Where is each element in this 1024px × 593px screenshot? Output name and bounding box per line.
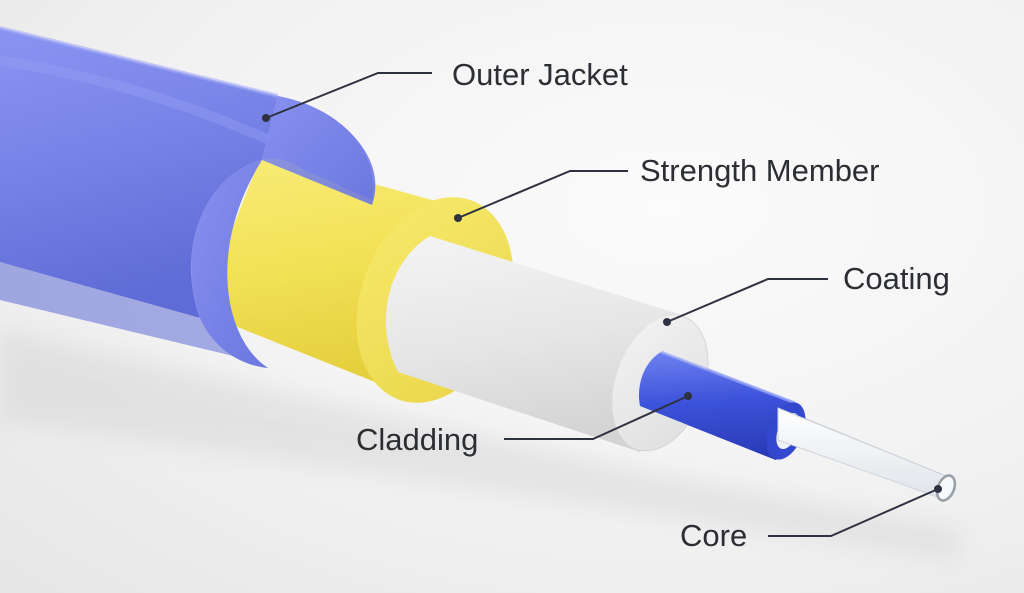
leader-dot-cladding xyxy=(684,392,692,400)
label-strength-member: Strength Member xyxy=(640,153,880,188)
leader-line-core xyxy=(768,488,939,537)
leader-dot-strength-member xyxy=(454,214,462,222)
cladding-tube-front xyxy=(638,350,957,502)
leader-dot-outer-jacket xyxy=(262,114,270,122)
outer-jacket-layer xyxy=(0,26,376,368)
leader-line-outer-jacket xyxy=(265,72,432,119)
leader-dots xyxy=(262,114,942,493)
leader-lines xyxy=(265,72,939,537)
leader-line-cladding xyxy=(504,395,689,440)
label-outer-jacket: Outer Jacket xyxy=(452,57,628,92)
leader-dot-coating xyxy=(663,318,671,326)
label-core: Core xyxy=(680,518,748,553)
cable-shadow xyxy=(0,330,960,560)
leader-line-coating xyxy=(666,278,828,323)
label-cladding: Cladding xyxy=(356,422,479,457)
label-coating: Coating xyxy=(843,261,950,296)
leader-dot-core xyxy=(934,485,942,493)
leader-line-strength-member xyxy=(457,170,628,219)
